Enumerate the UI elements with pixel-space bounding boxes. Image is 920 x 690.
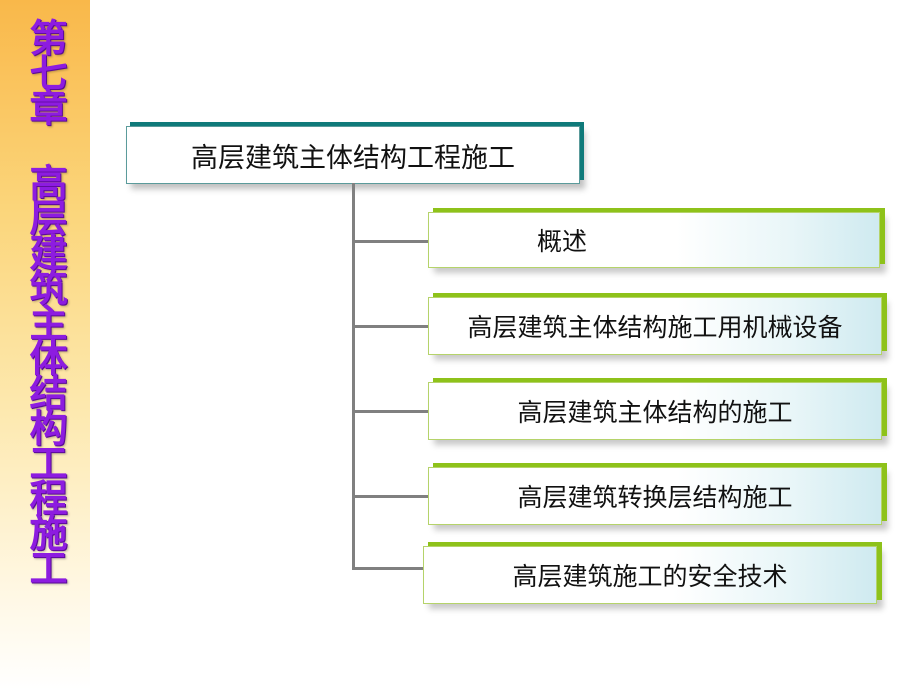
- diagram-node-main-structure: 高层建筑主体结构的施工: [428, 382, 882, 440]
- connector-branch-1: [352, 240, 430, 243]
- connector-branch-3: [352, 410, 430, 413]
- node-label: 高层建筑主体结构的施工: [517, 398, 793, 427]
- root-node-label: 高层建筑主体结构工程施工: [191, 142, 515, 174]
- diagram-root-node: 高层建筑主体结构工程施工: [126, 126, 580, 184]
- chapter-name: 高层建筑主体结构工程施工: [23, 163, 68, 583]
- connector-trunk: [352, 183, 355, 569]
- diagram-node-overview: 概述: [428, 212, 880, 268]
- diagram-node-safety: 高层建筑施工的安全技术: [423, 546, 877, 604]
- diagram-node-machinery: 高层建筑主体结构施工用机械设备: [428, 297, 882, 355]
- node-label: 高层建筑转换层结构施工: [517, 483, 793, 512]
- side-banner: [0, 0, 90, 690]
- chapter-number: 第七章: [23, 18, 68, 123]
- connector-branch-4: [352, 495, 430, 498]
- node-label: 概述: [537, 227, 588, 256]
- node-label: 高层建筑施工的安全技术: [512, 562, 788, 591]
- connector-branch-2: [352, 325, 430, 328]
- node-label: 高层建筑主体结构施工用机械设备: [467, 313, 843, 342]
- connector-branch-5: [352, 567, 424, 570]
- chapter-title: 第七章高层建筑主体结构工程施工: [0, 18, 90, 583]
- diagram-node-transfer-floor: 高层建筑转换层结构施工: [428, 467, 882, 525]
